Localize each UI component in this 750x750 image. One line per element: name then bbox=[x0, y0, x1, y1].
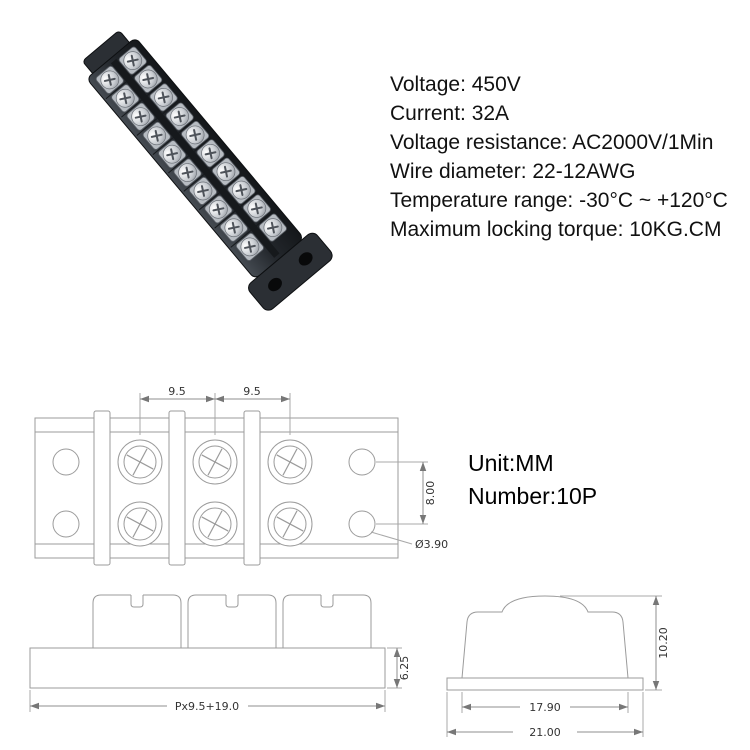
spec-list: Voltage: 450V Current: 32A Voltage resis… bbox=[390, 70, 750, 244]
terminal-block-body-group bbox=[83, 31, 333, 311]
mounting-hole-right bbox=[298, 252, 313, 266]
end-base bbox=[446, 677, 644, 691]
product-photo bbox=[8, 12, 353, 334]
dim-end-outer-width: 21.00 bbox=[529, 726, 561, 739]
rail-1 bbox=[93, 410, 111, 566]
end-profile bbox=[461, 595, 629, 679]
technical-drawing: 9.5 9.5 8.00 Ø3.90 Unit:MM Number:10P 6.… bbox=[29, 385, 670, 739]
dim-pitch-left: 9.5 bbox=[168, 385, 186, 398]
mounting-hole-left bbox=[268, 277, 282, 292]
number-label: Number:10P bbox=[468, 483, 597, 509]
spec-temperature-range: Temperature range: -30°C ~ +120°C bbox=[390, 189, 728, 212]
front-view: 6.25 Px9.5+19.0 bbox=[29, 590, 411, 713]
end-hole bbox=[52, 448, 80, 476]
unit-label: Unit:MM bbox=[468, 450, 554, 476]
spec-wire-diameter: Wire diameter: 22-12AWG bbox=[390, 160, 636, 183]
rail-3 bbox=[243, 410, 261, 566]
rail-2 bbox=[168, 410, 186, 566]
end-view: 10.20 17.90 21.00 bbox=[446, 595, 670, 739]
dim-end-height: 10.20 bbox=[657, 627, 670, 659]
cell-dividers bbox=[105, 59, 278, 248]
base-rail bbox=[29, 647, 386, 689]
mounting-flange bbox=[248, 232, 333, 311]
spec-current: Current: 32A bbox=[390, 102, 510, 125]
end-hole bbox=[52, 510, 80, 538]
center-ridge bbox=[110, 58, 280, 258]
dim-hole-diameter: Ø3.90 bbox=[415, 538, 448, 551]
dim-front-length: Px9.5+19.0 bbox=[175, 700, 239, 713]
spec-voltage: Voltage: 450V bbox=[390, 73, 521, 96]
dim-front-height: 6.25 bbox=[398, 656, 411, 681]
spec-locking-torque: Maximum locking torque: 10KG.CM bbox=[390, 218, 722, 241]
terminal-block-photo bbox=[83, 31, 333, 311]
dim-end-inner-width: 17.90 bbox=[529, 701, 561, 714]
dim-pitch-right: 9.5 bbox=[243, 385, 261, 398]
spec-voltage-resistance: Voltage resistance: AC2000V/1Min bbox=[390, 131, 714, 154]
top-view: 9.5 9.5 8.00 Ø3.90 bbox=[34, 385, 448, 566]
dim-row-spacing: 8.00 bbox=[424, 481, 437, 506]
end-hole bbox=[348, 448, 376, 476]
end-hole bbox=[348, 510, 376, 538]
